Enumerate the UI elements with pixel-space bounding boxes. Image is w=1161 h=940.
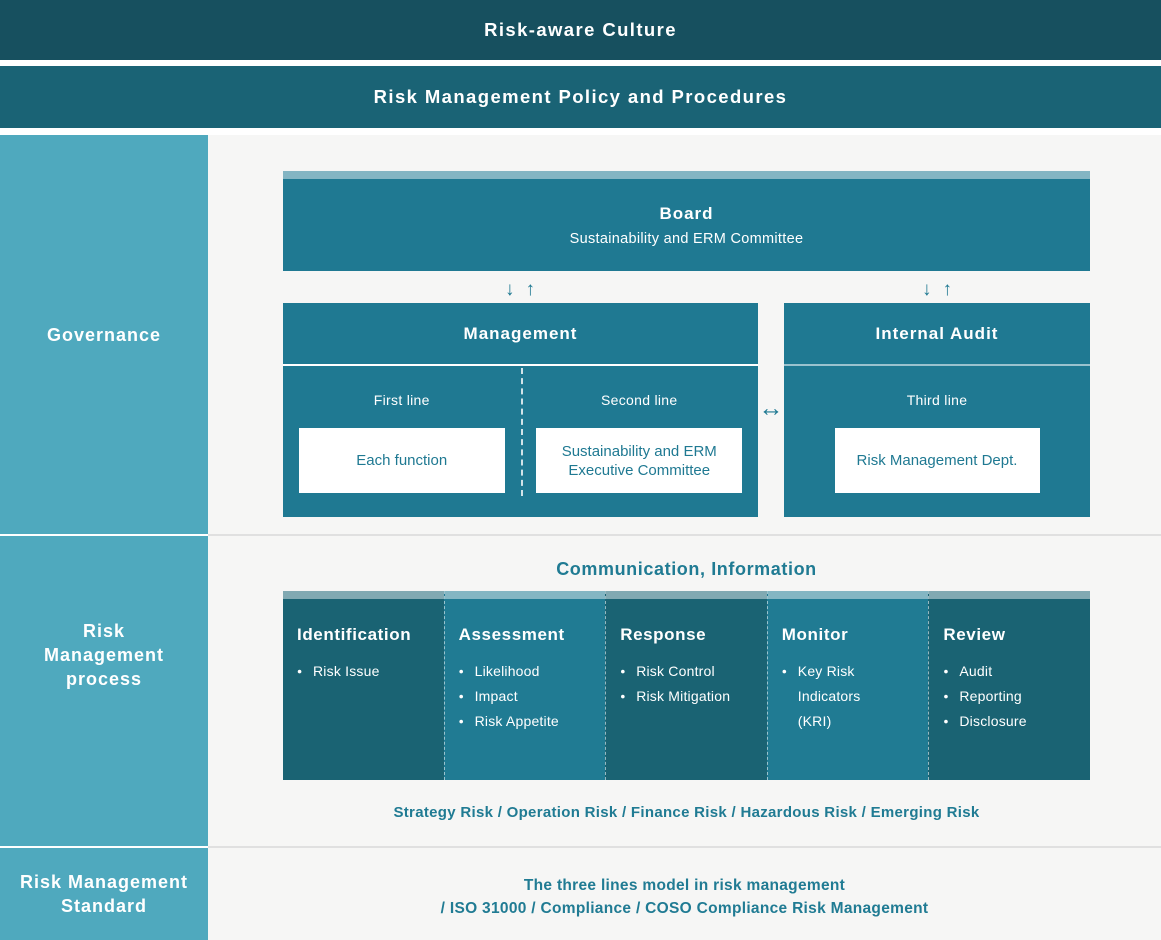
sidebar-process-label: Risk Management process [43, 621, 165, 689]
internal-audit-title: Internal Audit [784, 303, 1090, 366]
standards-text: The three lines model in risk management… [208, 874, 1161, 920]
down-arrow-icon: ↓ [922, 279, 932, 300]
step-identification: Identification Risk Issue [283, 591, 444, 780]
board-box-content: Board Sustainability and ERM Committee [283, 179, 1090, 271]
step-item: Audit [943, 659, 1082, 684]
up-arrow-icon: ↑ [942, 279, 953, 300]
first-line-column: First line Each function [283, 366, 521, 515]
sidebar-standard-label: Risk Management Standard [19, 872, 189, 916]
banner-risk-aware-culture: Risk-aware Culture [0, 0, 1161, 60]
management-body: First line Each function Second line Sus… [283, 366, 758, 515]
management-title: Management [283, 303, 758, 366]
down-arrow-icon: ↓ [505, 279, 515, 300]
banner-policy-procedures-label: Risk Management Policy and Procedures [373, 86, 788, 107]
step-response: Response Risk Control Risk Mitigation [605, 591, 767, 780]
step-item-list: Audit Reporting Disclosure [943, 659, 1082, 734]
second-line-column: Second line Sustainability and ERM Execu… [521, 366, 759, 515]
board-subtitle: Sustainability and ERM Committee [569, 230, 804, 247]
first-second-line-dashed-divider [520, 368, 523, 496]
step-title: Identification [297, 625, 412, 644]
banner-risk-aware-culture-label: Risk-aware Culture [484, 19, 677, 40]
step-item: Impact [459, 684, 598, 709]
board-management-arrows: ↓ ↑ [490, 277, 550, 303]
first-line-label: First line [373, 392, 430, 408]
step-item: Risk Appetite [459, 709, 598, 734]
step-monitor: Monitor Key Risk Indicators (KRI) [766, 591, 929, 780]
left-right-arrow-icon: ↔ [758, 394, 784, 422]
step-title: Review [943, 625, 1006, 644]
second-line-label: Second line [601, 392, 678, 408]
standards-line-2: / ISO 31000 / Compliance / COSO Complian… [440, 900, 929, 917]
process-steps: Identification Risk Issue Assessment Lik… [283, 591, 1090, 780]
banner-policy-procedures: Risk Management Policy and Procedures [0, 66, 1161, 128]
board-internal-audit-arrows: ↓ ↑ [907, 277, 967, 303]
step-item: Risk Issue [297, 659, 436, 684]
step-item: Key Risk Indicators (KRI) [782, 659, 921, 734]
internal-audit-box: Internal Audit Third line Risk Managemen… [784, 303, 1090, 517]
step-item-list: Risk Control Risk Mitigation [620, 659, 759, 709]
each-function-box: Each function [298, 428, 505, 493]
step-item-list: Key Risk Indicators (KRI) [782, 659, 921, 734]
step-item: Risk Mitigation [620, 684, 759, 709]
sidebar-governance-label: Governance [46, 324, 162, 345]
step-item: Reporting [943, 684, 1082, 709]
standards-line-1: The three lines model in risk management [523, 877, 846, 894]
step-assessment: Assessment Likelihood Impact Risk Appeti… [443, 591, 606, 780]
section-divider-governance-process [208, 534, 1161, 536]
sidebar-section-governance: Governance [0, 135, 208, 534]
third-line-column: Third line Risk Management Dept. [784, 366, 1090, 515]
up-arrow-icon: ↑ [525, 279, 536, 300]
management-box: Management First line Each function Seco… [283, 303, 758, 517]
sidebar-section-risk-management-process: Risk Management process [0, 536, 208, 846]
erm-executive-committee-box: Sustainability and ERM Executive Committ… [536, 428, 743, 493]
board-box: Board Sustainability and ERM Committee [283, 171, 1090, 271]
step-title: Assessment [458, 625, 565, 644]
risk-types-line: Strategy Risk / Operation Risk / Finance… [393, 804, 980, 821]
section-divider-process-standard [208, 846, 1161, 848]
third-line-label: Third line [906, 392, 968, 408]
communication-information-title: Communication, Information [556, 559, 817, 579]
internal-audit-body: Third line Risk Management Dept. [784, 366, 1090, 515]
risk-management-dept-box: Risk Management Dept. [834, 428, 1040, 493]
step-title: Monitor [781, 625, 849, 644]
step-item: Disclosure [943, 709, 1082, 734]
step-item-list: Risk Issue [297, 659, 436, 684]
step-item: Likelihood [459, 659, 598, 684]
step-review: Review Audit Reporting Disclosure [928, 591, 1090, 780]
step-title: Response [620, 625, 707, 644]
step-item-list: Likelihood Impact Risk Appetite [459, 659, 598, 734]
step-item: Risk Control [620, 659, 759, 684]
board-title: Board [659, 203, 714, 223]
sidebar-section-risk-management-standard: Risk Management Standard [0, 848, 208, 940]
